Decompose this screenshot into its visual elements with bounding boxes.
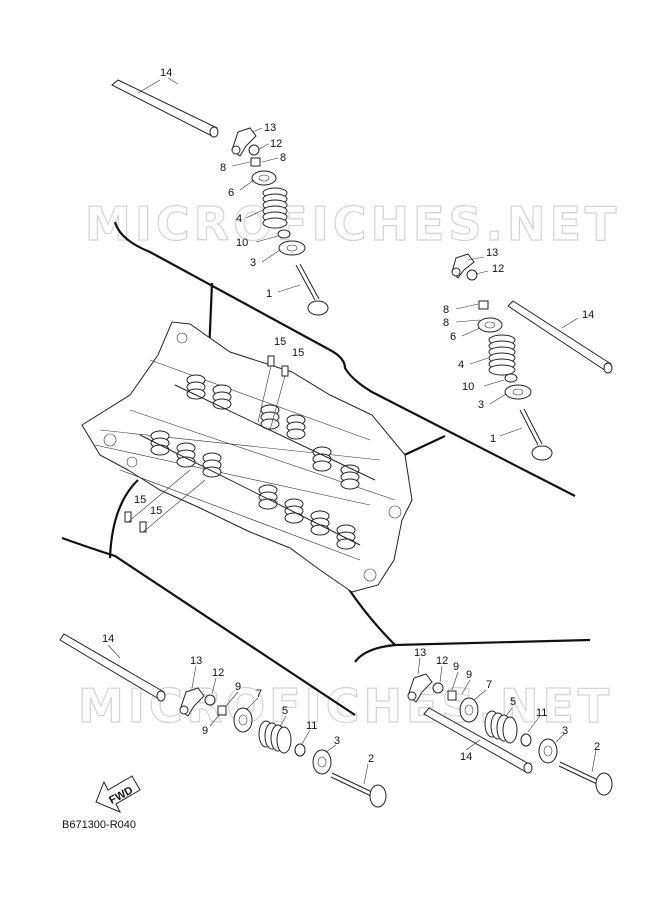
part-rocker-a: [231, 127, 257, 157]
watermark-top: MICROFICHES.NET: [85, 197, 620, 251]
callout-10: 10: [236, 237, 248, 249]
part-cotter-a: [250, 157, 261, 167]
part-seal-c: [294, 743, 306, 757]
part-spring-d: [484, 710, 518, 744]
group-divider-lines: [61, 221, 591, 716]
callout-12: 12: [436, 655, 448, 667]
part-push-rod-c: [59, 633, 166, 702]
part-push-rod-a: [111, 79, 219, 138]
callout-10: 10: [462, 381, 474, 393]
callout-13: 13: [190, 655, 202, 667]
part-cotter-c: [217, 705, 227, 716]
part-push-rod-b: [507, 300, 613, 374]
callout-4: 4: [458, 359, 464, 371]
callout-12: 12: [492, 263, 504, 275]
part-valve-c: [330, 772, 387, 808]
callout-6: 6: [450, 331, 456, 343]
callout-4: 4: [236, 213, 242, 225]
callout-14: 14: [102, 633, 114, 645]
part-cotter-b: [478, 300, 489, 310]
callout-7: 7: [486, 679, 492, 691]
callout-3: 3: [478, 399, 484, 411]
head-springs-row-upper: [186, 374, 360, 490]
callout-8: 8: [280, 152, 286, 164]
valve-group-c: 14 13 12 9 9 7 5 11 3 2: [59, 633, 387, 808]
part-valve-d: [558, 761, 613, 796]
part-rocker-d: [407, 673, 433, 703]
callout-3: 3: [562, 725, 568, 737]
callout-9: 9: [202, 725, 208, 737]
part-spring-c: [258, 720, 292, 754]
callout-13: 13: [414, 647, 426, 659]
part-seat-c: [312, 749, 332, 775]
part-shim-b: [466, 269, 478, 281]
fwd-arrow-icon: FWD: [95, 775, 141, 813]
callout-9: 9: [466, 669, 472, 681]
callout-15: 15: [150, 505, 162, 517]
callout-9: 9: [453, 661, 459, 673]
part-retainer-c: [233, 707, 253, 733]
callout-2: 2: [368, 753, 374, 765]
callout-15: 15: [134, 494, 146, 506]
part-spring-a: [262, 187, 288, 229]
part-seal-d: [520, 733, 532, 747]
diagram-code: B671300-R040: [62, 819, 136, 831]
part-rocker-c: [179, 687, 205, 717]
callout-13: 13: [264, 122, 276, 134]
part-retainer-a: [251, 170, 277, 186]
part-push-rod-d: [423, 707, 533, 774]
callout-3: 3: [250, 257, 256, 269]
part-shim-a: [248, 144, 260, 156]
part-retainer-b: [477, 317, 503, 333]
part-seal-a: [277, 229, 291, 239]
callout-15: 15: [292, 347, 304, 359]
callout-3: 3: [334, 735, 340, 747]
callout-6: 6: [228, 187, 234, 199]
callout-13: 13: [486, 247, 498, 259]
part-shim-d: [432, 682, 444, 694]
callout-9: 9: [235, 681, 241, 693]
callout-7: 7: [256, 688, 262, 700]
callout-11: 11: [306, 720, 317, 732]
callout-8: 8: [443, 304, 449, 316]
callout-2: 2: [594, 741, 600, 753]
callout-8: 8: [220, 162, 226, 174]
valve-group-a: 14 13 12 8 8 6 4 10 3 1: [111, 67, 329, 316]
watermark-bottom: MICROFICHES.NET: [78, 679, 613, 733]
part-retainer-d: [459, 697, 479, 723]
part-seat-a: [278, 240, 306, 256]
part-cotter-d: [447, 690, 457, 701]
callout-15: 15: [274, 336, 286, 348]
part-shim-c: [204, 694, 216, 706]
callout-11: 11: [536, 707, 547, 719]
cylinder-head-assembly: 15 15 15 15: [81, 321, 413, 593]
callout-5: 5: [282, 705, 288, 717]
callout-1: 1: [266, 288, 272, 300]
part-seal-b: [504, 373, 518, 383]
callout-1: 1: [490, 433, 496, 445]
part-seat-d: [538, 738, 558, 764]
part-seat-b: [504, 384, 532, 400]
part-spring-b: [488, 334, 516, 376]
part-valve-a: [295, 263, 329, 316]
valve-group-d: 13 12 9 9 7 5 11 3 2 14: [407, 647, 613, 796]
callout-12: 12: [270, 138, 282, 150]
callout-14: 14: [160, 67, 172, 79]
callout-5: 5: [510, 696, 516, 708]
callout-12: 12: [212, 667, 224, 679]
valve-group-b: 13 12 8 8 14 6 4 10 3 1: [443, 247, 613, 461]
part-valve-b: [519, 408, 553, 461]
callout-14: 14: [582, 309, 594, 321]
callout-14: 14: [460, 751, 472, 763]
callout-8: 8: [443, 317, 449, 329]
